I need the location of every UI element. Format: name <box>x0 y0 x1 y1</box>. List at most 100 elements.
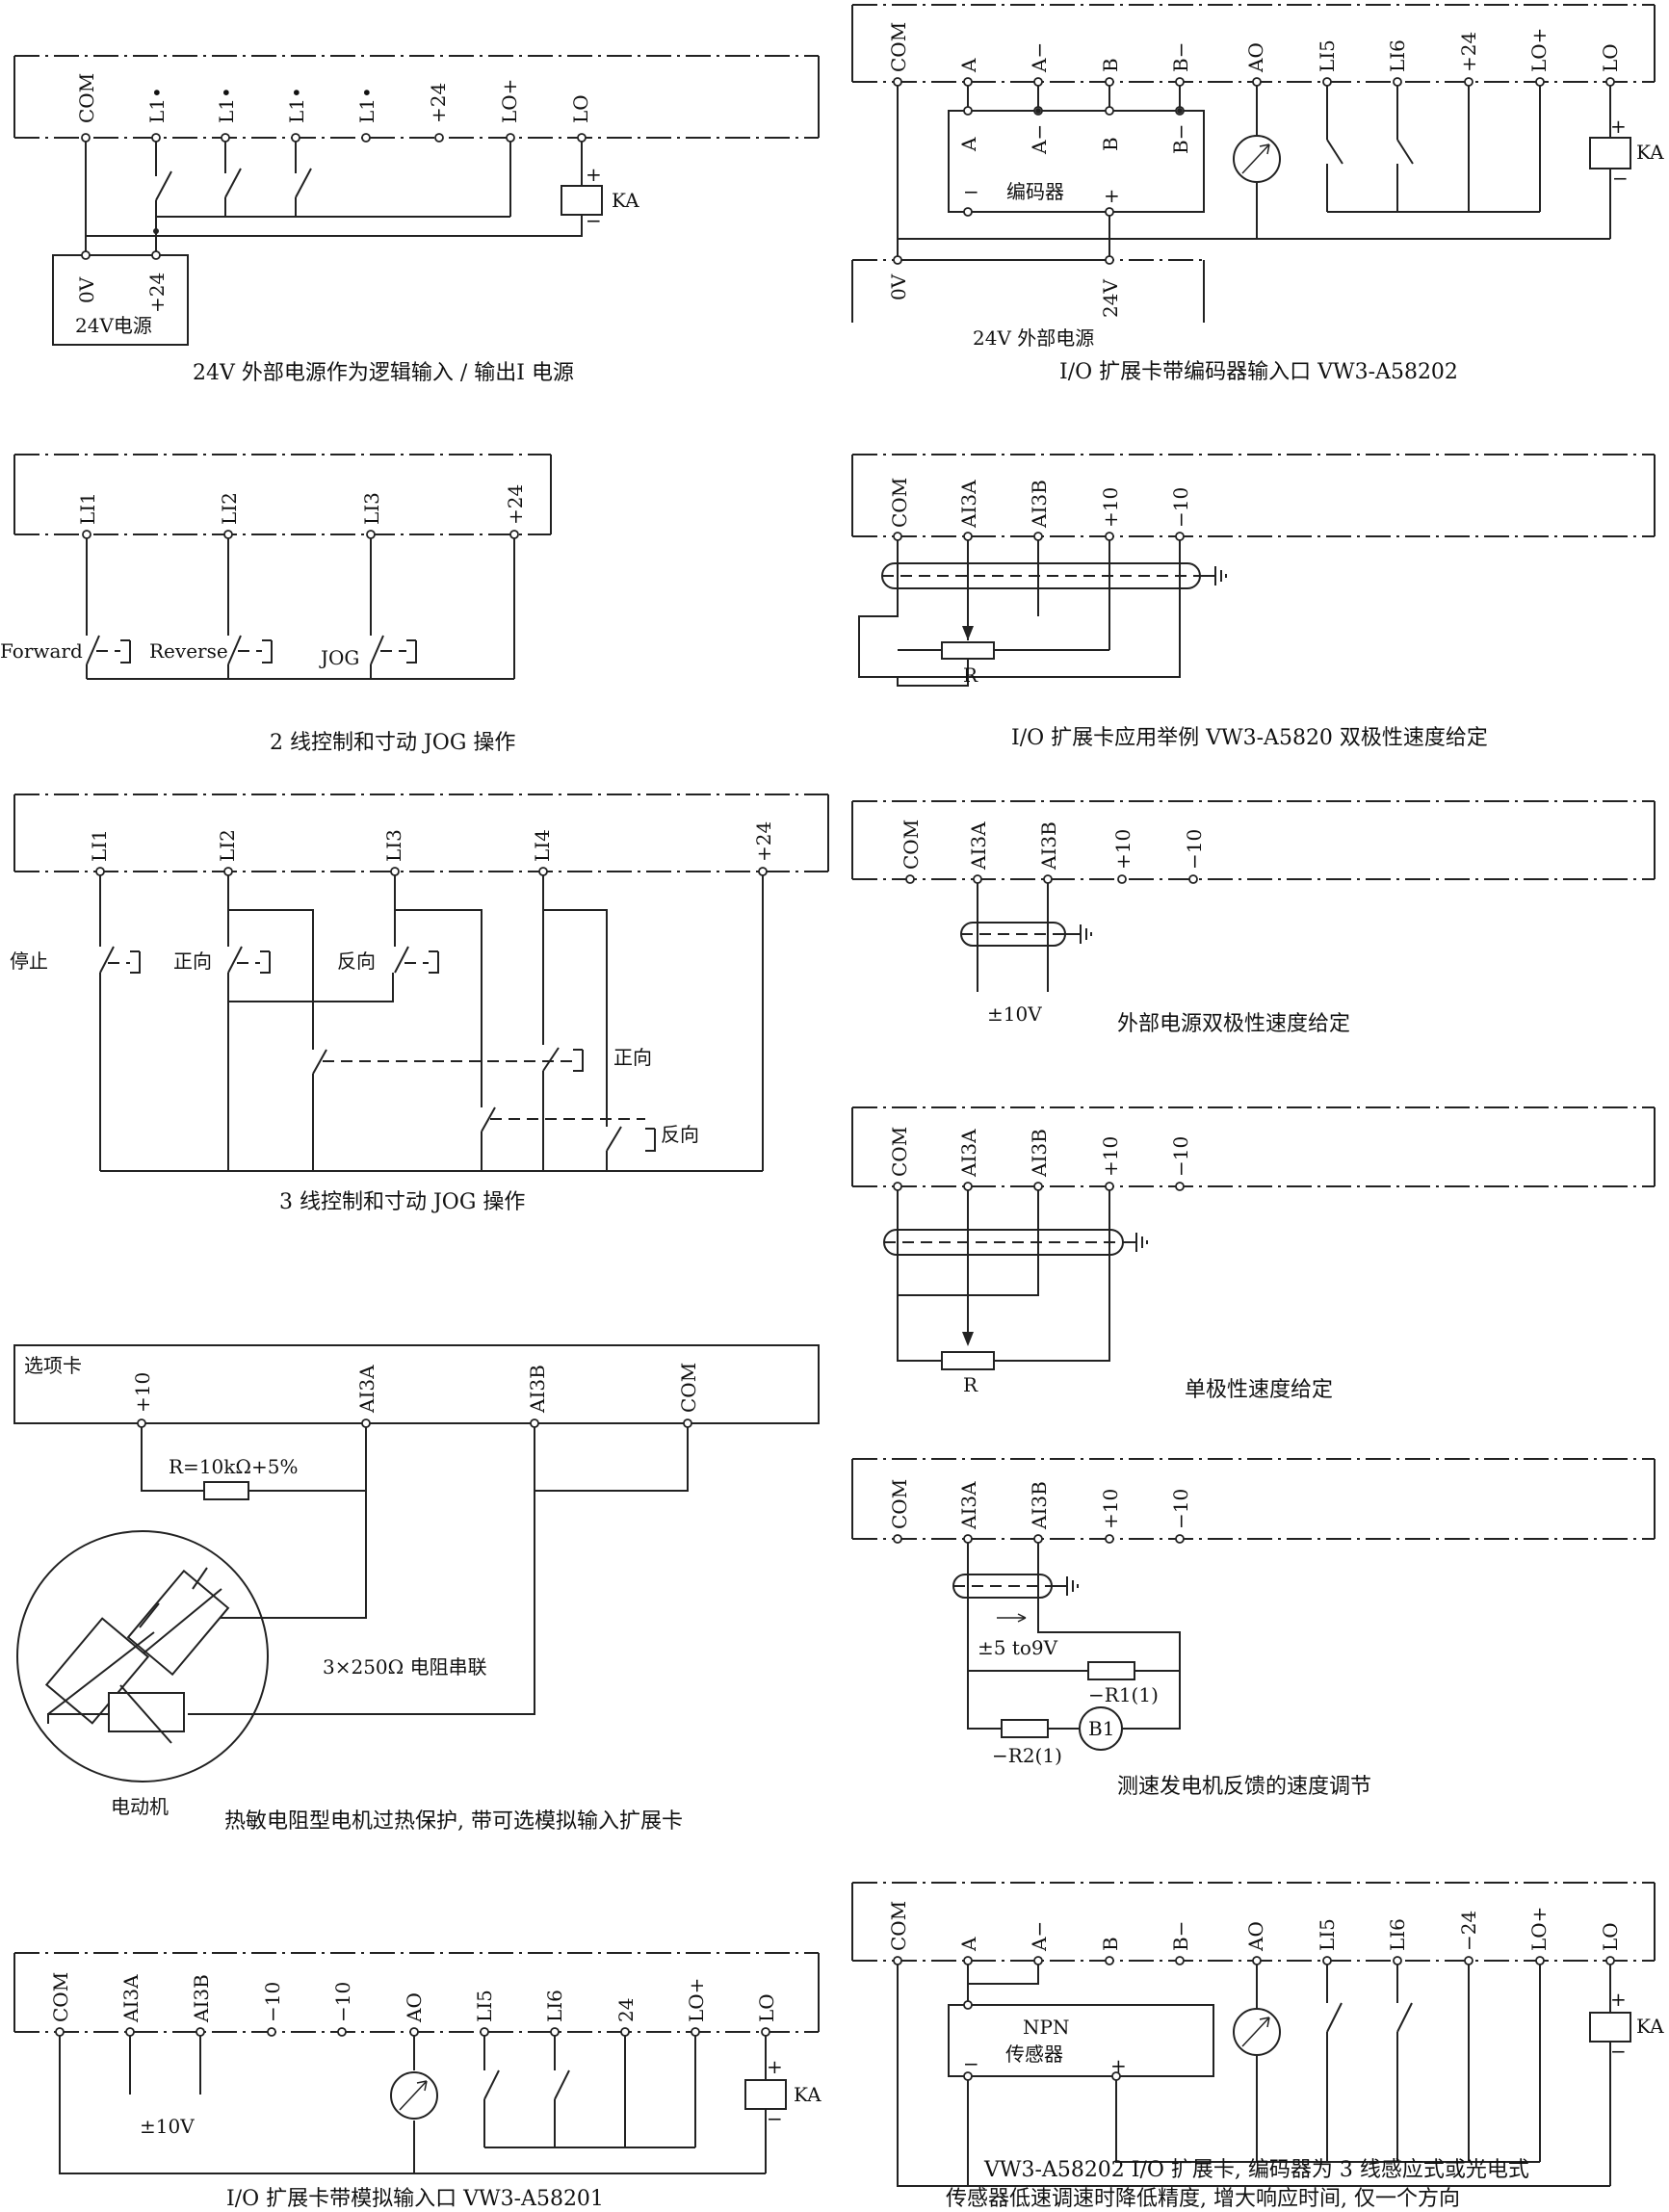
terminal-dots <box>893 77 1615 114</box>
caption: 测速发电机反馈的速度调节 <box>1117 1775 1371 1799</box>
terminal-li6: LI6 <box>1386 1918 1409 1951</box>
resistor-r1 <box>1087 1661 1135 1680</box>
resistor-10k <box>203 1481 249 1500</box>
terminal-li3: LI3 <box>360 492 383 525</box>
terminal-li6: LI6 <box>543 1990 566 2022</box>
terminal-ai3a: AI3A <box>967 821 990 871</box>
supply-label: ±10V <box>140 2115 195 2138</box>
svg-text:+: + <box>586 163 602 186</box>
psu-name: 24V电源 <box>75 314 152 337</box>
potentiometer-r <box>941 641 995 660</box>
terminal-lo: LO <box>1599 1922 1622 1951</box>
terminal-li-4: L1• <box>355 87 378 123</box>
contacts <box>1326 139 1414 165</box>
svg-text:+: + <box>1610 115 1627 138</box>
wiring <box>86 534 515 680</box>
terminal-ai3b: AI3B <box>190 1974 213 2023</box>
series-label: 3×250Ω 电阻串联 <box>323 1655 487 1679</box>
panel-npn-sensor-58202: COM A A− B B− AO LI5 LI6 −24 LO+ LO NPN … <box>851 1882 1664 2211</box>
supply-label: ±10V <box>987 1002 1042 1026</box>
motor-circle <box>16 1530 269 1783</box>
terminal-ai3b: AI3B <box>1028 480 1051 529</box>
terminal-li2: LI2 <box>216 829 239 862</box>
terminal-ai3a: AI3A <box>119 1974 143 2023</box>
terminal-minus10-a: −10 <box>261 1982 284 2022</box>
terminal-plus10: +10 <box>1099 1489 1122 1529</box>
terminal-ao: AO <box>403 1992 426 2023</box>
switch-reverse: 反向 <box>337 950 376 973</box>
terminal-minus10: −10 <box>1169 1489 1192 1529</box>
switch-forward: Forward <box>0 639 83 663</box>
terminal-labels: COM L1• L1• L1• L1• +24 LO+ LO <box>75 73 592 123</box>
wiring <box>59 2032 767 2174</box>
terminal-lo: LO <box>755 1993 778 2022</box>
psu-plus24: +24 <box>145 273 169 313</box>
terminal-li-1: L1• <box>145 87 169 123</box>
wiring <box>858 536 1181 678</box>
caption: 3 线控制和寸动 JOG 操作 <box>279 1190 525 1214</box>
terminal-lo: LO <box>569 94 592 123</box>
terminal-minus24: −24 <box>1457 1911 1480 1951</box>
svg-text:0V: 0V <box>887 273 910 300</box>
caption: I/O 扩展卡应用举例 VW3-A5820 双极性速度给定 <box>1011 726 1488 750</box>
relay-ka <box>1589 2012 1631 2043</box>
resistor-r2 <box>1001 1719 1049 1738</box>
svg-text:R: R <box>963 664 978 687</box>
svg-text:B: B <box>1099 137 1122 151</box>
contacts <box>155 168 312 201</box>
svg-text:−: − <box>963 2052 979 2075</box>
panel-external-bipolar: COM AI3A AI3B +10 −10 ±10V 外部电源双极性速度给定 <box>851 800 1656 1036</box>
terminal-ai3b: AI3B <box>1037 821 1060 871</box>
terminal-b: B <box>1099 1937 1122 1951</box>
terminal-ai3a: AI3A <box>355 1365 378 1414</box>
terminal-li-2: L1• <box>215 87 238 123</box>
caption: I/O 扩展卡带编码器输入口 VW3-A58202 <box>1059 360 1458 384</box>
terminal-li1: LI1 <box>76 492 99 525</box>
wiring <box>99 872 764 1172</box>
tacho-b1 <box>1079 1706 1123 1751</box>
svg-text:24V: 24V <box>1099 279 1122 318</box>
terminal-com: COM <box>887 1901 910 1951</box>
r1-label: −R1(1) <box>1088 1683 1159 1706</box>
terminal-labels: COM A A− B B− AO LI5 LI6 +24 LO+ LO <box>887 22 1622 73</box>
terminal-plus24: +24 <box>427 83 450 123</box>
svg-text:−: − <box>767 2107 783 2130</box>
terminal-plus24: +24 <box>504 484 527 525</box>
terminal-a: A <box>957 1937 980 1952</box>
contacts <box>99 946 656 1152</box>
svg-text:KA: KA <box>794 2083 821 2106</box>
terminal-plus10: +10 <box>1099 487 1122 528</box>
terminal-plus24: +24 <box>752 821 775 862</box>
terminal-ai3a: AI3A <box>957 1129 980 1178</box>
terminal-dots <box>55 2027 770 2037</box>
terminal-com: COM <box>887 22 910 72</box>
wiring <box>897 1961 1611 2187</box>
terminal-a-minus: A− <box>1028 42 1051 73</box>
wiring <box>141 1423 689 1715</box>
terminal-lo: LO <box>1599 43 1622 72</box>
option-card-label: 选项卡 <box>24 1354 82 1377</box>
panel-thermistor-protection: 选项卡 +10 AI3A AI3B COM R=10kΩ+5% 3×250Ω 电… <box>13 1344 820 1834</box>
encoder-dots <box>963 106 1185 217</box>
terminal-minus10-b: −10 <box>331 1982 354 2022</box>
terminal-b-minus: B− <box>1169 42 1192 72</box>
range-label: ±5 to9V <box>978 1636 1058 1659</box>
panel-tacho-feedback: COM AI3A AI3B +10 −10 B1 ±5 to9V −R1(1) … <box>851 1458 1656 1799</box>
svg-text:+: + <box>1104 184 1120 207</box>
terminal-li5: LI5 <box>1316 39 1339 72</box>
svg-text:B−: B− <box>1169 124 1192 154</box>
svg-text:B1: B1 <box>1088 1717 1114 1740</box>
terminal-li1: LI1 <box>88 829 111 862</box>
terminal-com: COM <box>900 820 923 870</box>
svg-text:+: + <box>767 2055 783 2078</box>
svg-text:−: − <box>1610 2040 1627 2063</box>
terminal-com: COM <box>49 1972 72 2022</box>
encoder-box <box>948 110 1205 213</box>
svg-text:KA: KA <box>1636 141 1664 164</box>
relay-label: KA <box>612 189 639 212</box>
terminal-minus10: −10 <box>1169 1136 1192 1177</box>
svg-text:−: − <box>963 180 979 203</box>
terminal-com: COM <box>888 478 911 528</box>
thermistors <box>44 1567 230 1744</box>
relay-ka <box>1589 137 1631 169</box>
